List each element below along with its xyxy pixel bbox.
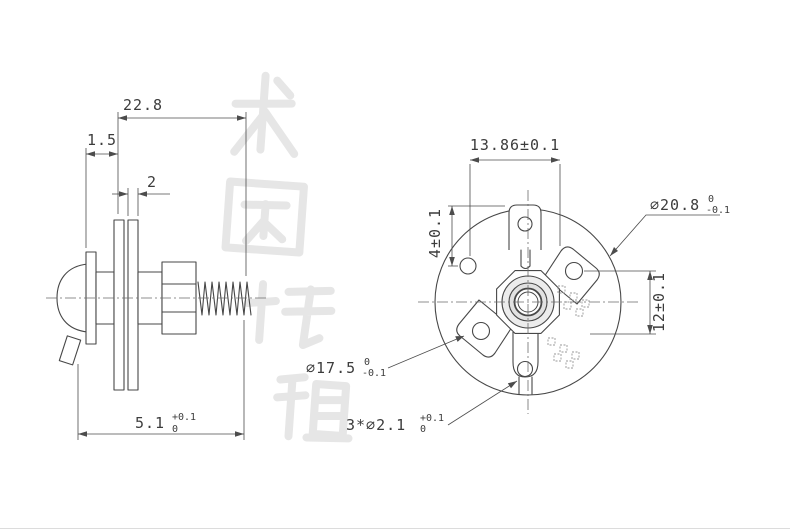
dim-right-spacing-text: 12±0.1 xyxy=(650,272,668,332)
front-view: 13.86±0.1 4±0.1 ⌀20.8 0 -0.1 12±0.1 xyxy=(306,136,730,435)
dim-overall-length-text: 22.8 xyxy=(123,96,163,114)
dim-body-diameter: ⌀17.5 0 -0.1 xyxy=(306,335,465,379)
dim-body-diameter-value: ⌀17.5 xyxy=(306,359,356,377)
dim-hole-spacing-text: 13.86±0.1 xyxy=(470,136,560,154)
tab-hole xyxy=(517,216,533,232)
dim-stem-tol-upper: +0.1 xyxy=(172,412,196,423)
dim-outer-diameter: ⌀20.8 0 -0.1 xyxy=(609,194,730,257)
side-view: 22.8 1.5 2 5.1 +0.1 xyxy=(46,96,268,440)
dim-body-diameter-tol-lower: -0.1 xyxy=(362,368,386,379)
upper-left-hole xyxy=(459,257,477,275)
dim-small-holes: 3*⌀2.1 +0.1 0 xyxy=(346,380,518,435)
flange-plate-2 xyxy=(127,219,139,391)
dim-small-holes-value: 3*⌀2.1 xyxy=(346,416,406,434)
dim-cap-gap: 1.5 xyxy=(85,131,118,248)
dim-tab-hole-offset-text: 4±0.1 xyxy=(426,208,444,258)
dim-outer-diameter-tol-upper: 0 xyxy=(708,194,714,205)
terminal-pin xyxy=(58,335,82,366)
wing-lower-left-hole xyxy=(471,321,491,341)
watermark xyxy=(221,71,353,443)
flange-plate-1 xyxy=(113,219,125,391)
dim-right-spacing: 12±0.1 xyxy=(584,270,668,335)
dim-small-holes-tol-lower: 0 xyxy=(420,424,426,435)
dim-stem: 5.1 +0.1 0 xyxy=(77,320,245,440)
dim-flange-thickness: 2 xyxy=(112,173,170,216)
top-slot-bottom xyxy=(520,265,531,270)
dim-overall-length: 22.8 xyxy=(117,96,247,276)
bottom-hole xyxy=(516,360,534,378)
dim-flange-thickness-text: 2 xyxy=(147,173,157,191)
dim-hole-spacing: 13.86±0.1 xyxy=(469,136,561,256)
dim-outer-diameter-tol-lower: -0.1 xyxy=(706,205,730,216)
dim-outer-diameter-value: ⌀20.8 xyxy=(650,196,700,214)
dim-body-diameter-tol-upper: 0 xyxy=(364,357,370,368)
dim-stem-tol-lower: 0 xyxy=(172,424,178,435)
knurl-marks xyxy=(547,285,590,369)
dim-stem-value: 5.1 xyxy=(135,414,165,432)
wing-upper-right-hole xyxy=(564,261,584,281)
dim-tab-hole-offset: 4±0.1 xyxy=(426,205,505,267)
threaded-stud xyxy=(197,281,252,316)
dim-cap-gap-text: 1.5 xyxy=(87,131,117,149)
dim-small-holes-tol-upper: +0.1 xyxy=(420,413,444,424)
